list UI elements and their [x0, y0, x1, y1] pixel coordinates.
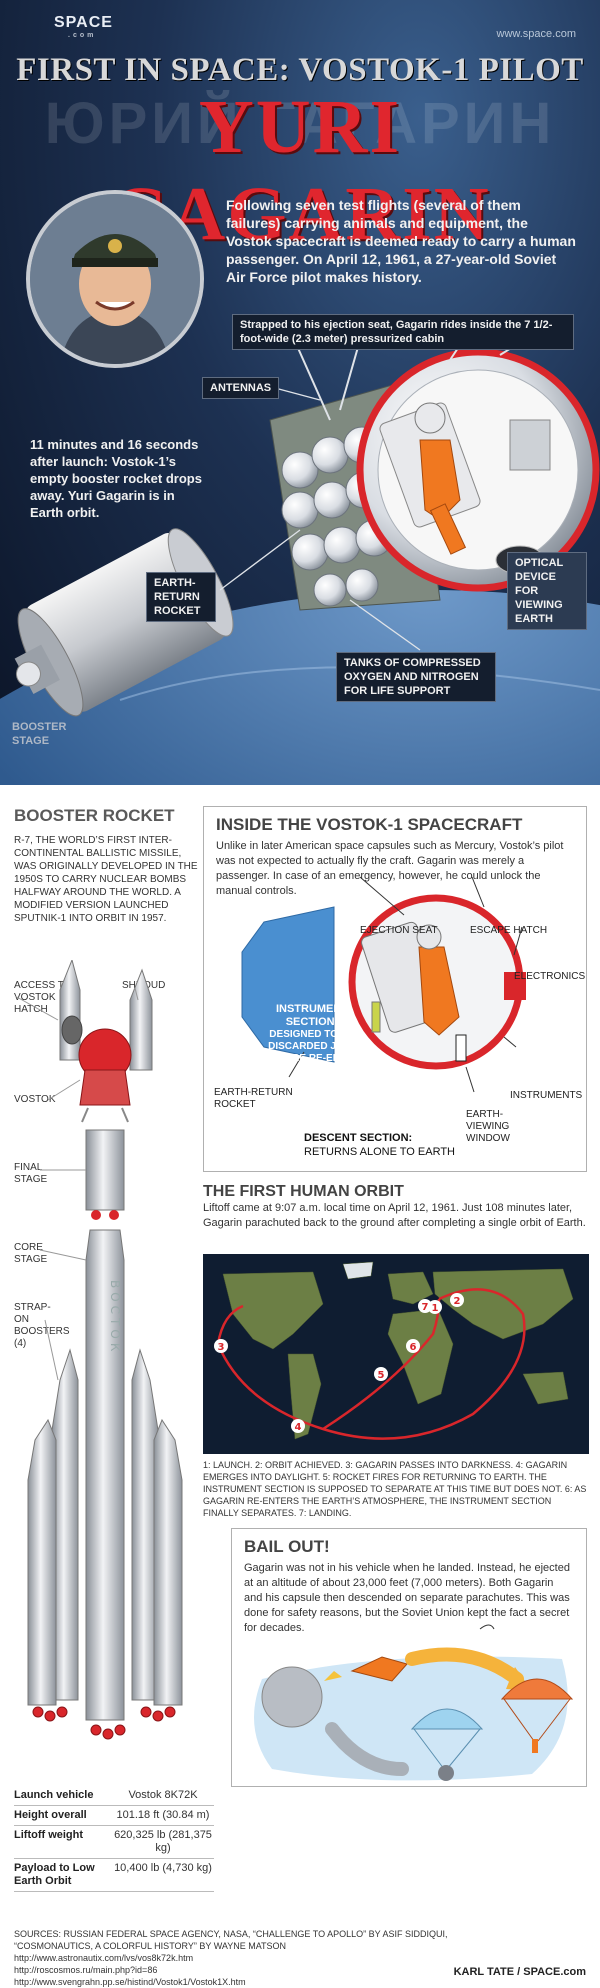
- svg-text:4: 4: [295, 1422, 302, 1433]
- marker-4: [291, 1419, 305, 1433]
- marker-3: [214, 1339, 228, 1353]
- antennas-label: ANTENNAS: [202, 377, 280, 399]
- label-strapon-boosters: STRAP-ON BOOSTERS (4): [14, 1302, 70, 1349]
- label-escape-hatch: ESCAPE HATCH: [470, 925, 548, 936]
- russian-name-watermark: ЮРИЙ ГАГАРИН: [44, 91, 556, 156]
- tanks-label: TANKS OF COMPRESSED OXYGEN AND NITROGEN …: [336, 652, 496, 702]
- label-vostok: VOSTOK: [14, 1094, 56, 1105]
- bail-out-panel: BAIL OUT! Gagarin was not in his vehicle…: [231, 1528, 587, 1787]
- sources-text: SOURCES: RUSSIAN FEDERAL SPACE AGENCY, N…: [14, 1929, 448, 1951]
- rocket-vostok-text: ВОСТОК: [108, 1280, 122, 1355]
- credit: KARL TATE / SPACE.com: [453, 1966, 586, 1978]
- inside-vostok-panel: INSIDE THE VOSTOK-1 SPACECRAFT Unlike in…: [203, 806, 587, 1172]
- label-electronics: ELECTRONICS: [514, 971, 586, 982]
- orbit-note: 11 minutes and 16 seconds after launch: …: [30, 437, 202, 520]
- bail-out-title: BAIL OUT!: [244, 1537, 330, 1556]
- label-earth-return-rocket: EARTH-RETURN ROCKET: [214, 1087, 293, 1110]
- page-title: FIRST IN SPACE: VOSTOK-1 PILOT: [16, 52, 584, 88]
- svg-text:7: 7: [422, 1302, 429, 1313]
- marker-2: [450, 1293, 464, 1307]
- svg-text:1: 1: [432, 1303, 439, 1314]
- marker-5: [374, 1367, 388, 1381]
- label-earth-viewing-window: EARTH-VIEWING WINDOW: [466, 1109, 510, 1144]
- bail-out-drawing: [254, 1624, 574, 1781]
- marker-6: [406, 1339, 420, 1353]
- hero-intro-text: Following seven test flights (several of…: [226, 197, 576, 285]
- inside-text: Unlike in later American space capsules …: [216, 840, 564, 897]
- earth-return-rocket-label: EARTH-RETURN ROCKET: [146, 572, 216, 622]
- orbit-title: THE FIRST HUMAN ORBIT: [203, 1183, 404, 1200]
- optical-device-label: OPTICAL DEVICE FOR VIEWING EARTH: [507, 552, 587, 630]
- r7-rocket-drawing: ВОСТОК: [14, 960, 183, 1740]
- gagarin-portrait: [26, 190, 204, 368]
- descent-section-label: DESCENT SECTION: RETURNS ALONE TO EARTH: [304, 1132, 455, 1158]
- svg-text:2: 2: [454, 1296, 461, 1307]
- source-link-2[interactable]: http://roscosmos.ru/main.php?id=86: [14, 1965, 158, 1975]
- capsule-cutaway-drawing: [241, 876, 526, 1093]
- label-instruments: INSTRUMENTS: [510, 1090, 583, 1101]
- label-access-hatch: ACCESS TO VOSTOK HATCH: [14, 980, 72, 1015]
- sources: SOURCES: RUSSIAN FEDERAL SPACE AGENCY, N…: [14, 1928, 484, 1988]
- orbit-map: 1 2 3 4 5 6 7: [203, 1254, 589, 1454]
- label-ejection-seat: EJECTION SEAT: [360, 925, 438, 936]
- instrument-section-label: INSTRUMENT SECTION: DESIGNED TO BE DISCA…: [264, 1003, 360, 1064]
- inside-title: INSIDE THE VOSTOK-1 SPACECRAFT: [216, 815, 523, 834]
- booster-rocket-title: BOOSTER ROCKET: [14, 806, 175, 825]
- booster-rocket-text: R-7, the world’s first inter-continental…: [14, 835, 198, 924]
- orbit-text: Liftoff came at 9:07 a.m. local time on …: [203, 1202, 586, 1229]
- label-core-stage: CORE STAGE: [14, 1242, 48, 1265]
- space-logo[interactable]: SPACE .com: [54, 14, 113, 39]
- cabin-callout: Strapped to his ejection seat, Gagarin r…: [232, 314, 574, 350]
- descent-sphere-drawing: [356, 348, 600, 592]
- hero-section: SPACE .com www.space.com ЮРИЙ ГАГАРИН FI…: [0, 0, 600, 785]
- spacecraft-illustration: [0, 329, 600, 785]
- svg-text:6: 6: [410, 1342, 417, 1353]
- site-url[interactable]: www.space.com: [496, 28, 576, 40]
- marker-7: [418, 1299, 432, 1313]
- booster-stage-label: BOOSTER STAGE: [12, 721, 67, 747]
- bail-out-text: Gagarin was not in his vehicle when he l…: [244, 1562, 570, 1634]
- label-final-stage: FINAL STAGE: [14, 1162, 48, 1185]
- svg-text:3: 3: [218, 1342, 225, 1353]
- source-link-1[interactable]: http://www.astronautix.com/lvs/vos8k72k.…: [14, 1953, 194, 1963]
- svg-text:5: 5: [378, 1370, 385, 1381]
- source-link-3[interactable]: http://www.svengrahn.pp.se/histind/Vosto…: [14, 1977, 246, 1987]
- orbit-caption: 1: Launch. 2: Orbit achieved. 3: Gagarin…: [203, 1460, 587, 1518]
